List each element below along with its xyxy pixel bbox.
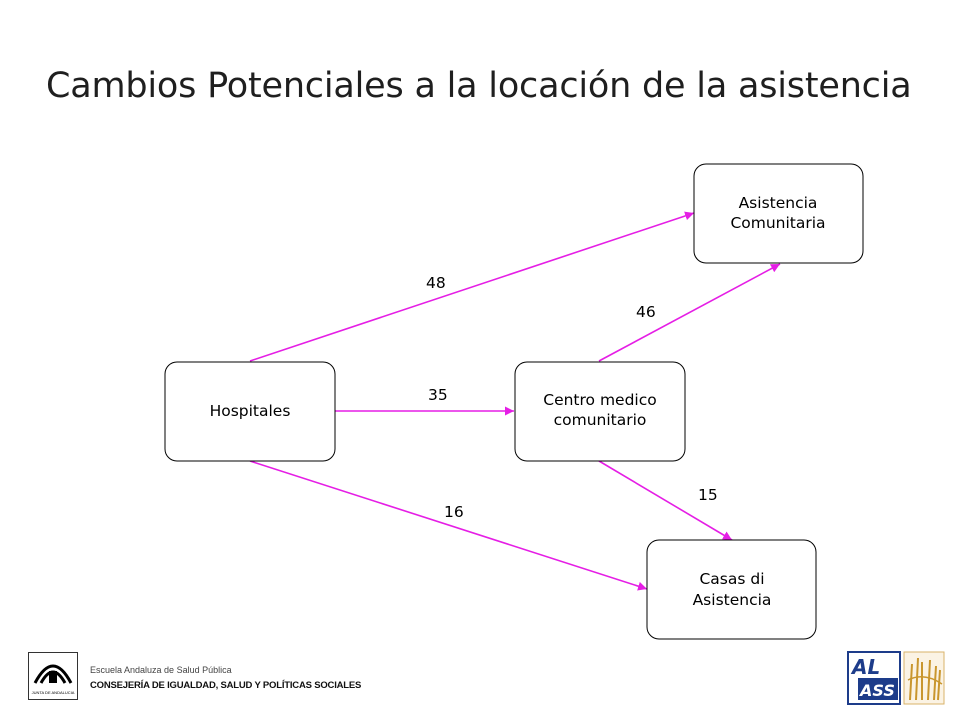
edge-label-35: 35 <box>428 386 448 404</box>
edge-hospitales-centro: 35 <box>335 386 514 416</box>
node-hospitales: Hospitales <box>164 361 336 462</box>
edge-centro-casas: 15 <box>598 460 733 541</box>
edge-hospitales-asistencia: 48 <box>249 211 695 362</box>
node-casas-asistencia: Casas di Asistencia <box>646 539 817 640</box>
edge-centro-asistencia: 46 <box>598 263 781 362</box>
alass-logo-icon: AL ASS <box>847 651 945 705</box>
footer-logos-right: AL ASS <box>846 650 946 706</box>
node-casas-label-line1: Casas di <box>699 570 764 588</box>
node-centro-label-line2: comunitario <box>554 411 647 429</box>
node-casas-label-line2: Asistencia <box>693 591 772 609</box>
node-centro-medico: Centro medico comunitario <box>514 361 686 462</box>
junta-andalucia-seal-icon: JUNTA DE ANDALUCIA <box>28 652 78 700</box>
node-asistencia-label-line1: Asistencia <box>739 194 818 212</box>
footer-ministry-name: CONSEJERÍA DE IGUALDAD, SALUD Y POLÍTICA… <box>90 680 362 691</box>
page-title: Cambios Potenciales a la locación de la … <box>46 66 912 106</box>
seal-emblem-icon <box>33 664 73 684</box>
node-centro-label-line1: Centro medico <box>543 391 657 409</box>
edge-label-15: 15 <box>698 486 718 504</box>
edge-label-46: 46 <box>636 303 656 321</box>
footer-school-name: Escuela Andaluza de Salud Pública <box>90 665 232 675</box>
decorative-emblem-icon <box>903 651 945 705</box>
edge-hospitales-casas: 16 <box>249 460 648 591</box>
node-asistencia-label-line2: Comunitaria <box>730 214 825 232</box>
node-asistencia-comunitaria: Asistencia Comunitaria <box>693 163 864 264</box>
svg-text:ASS: ASS <box>858 681 895 700</box>
edge-label-48: 48 <box>426 274 446 292</box>
footer-institution: JUNTA DE ANDALUCIA Escuela Andaluza de S… <box>28 652 361 700</box>
seal-caption: JUNTA DE ANDALUCIA <box>31 690 75 695</box>
node-hospitales-label: Hospitales <box>210 402 291 420</box>
svg-text:AL: AL <box>850 655 880 679</box>
edge-label-16: 16 <box>444 503 464 521</box>
